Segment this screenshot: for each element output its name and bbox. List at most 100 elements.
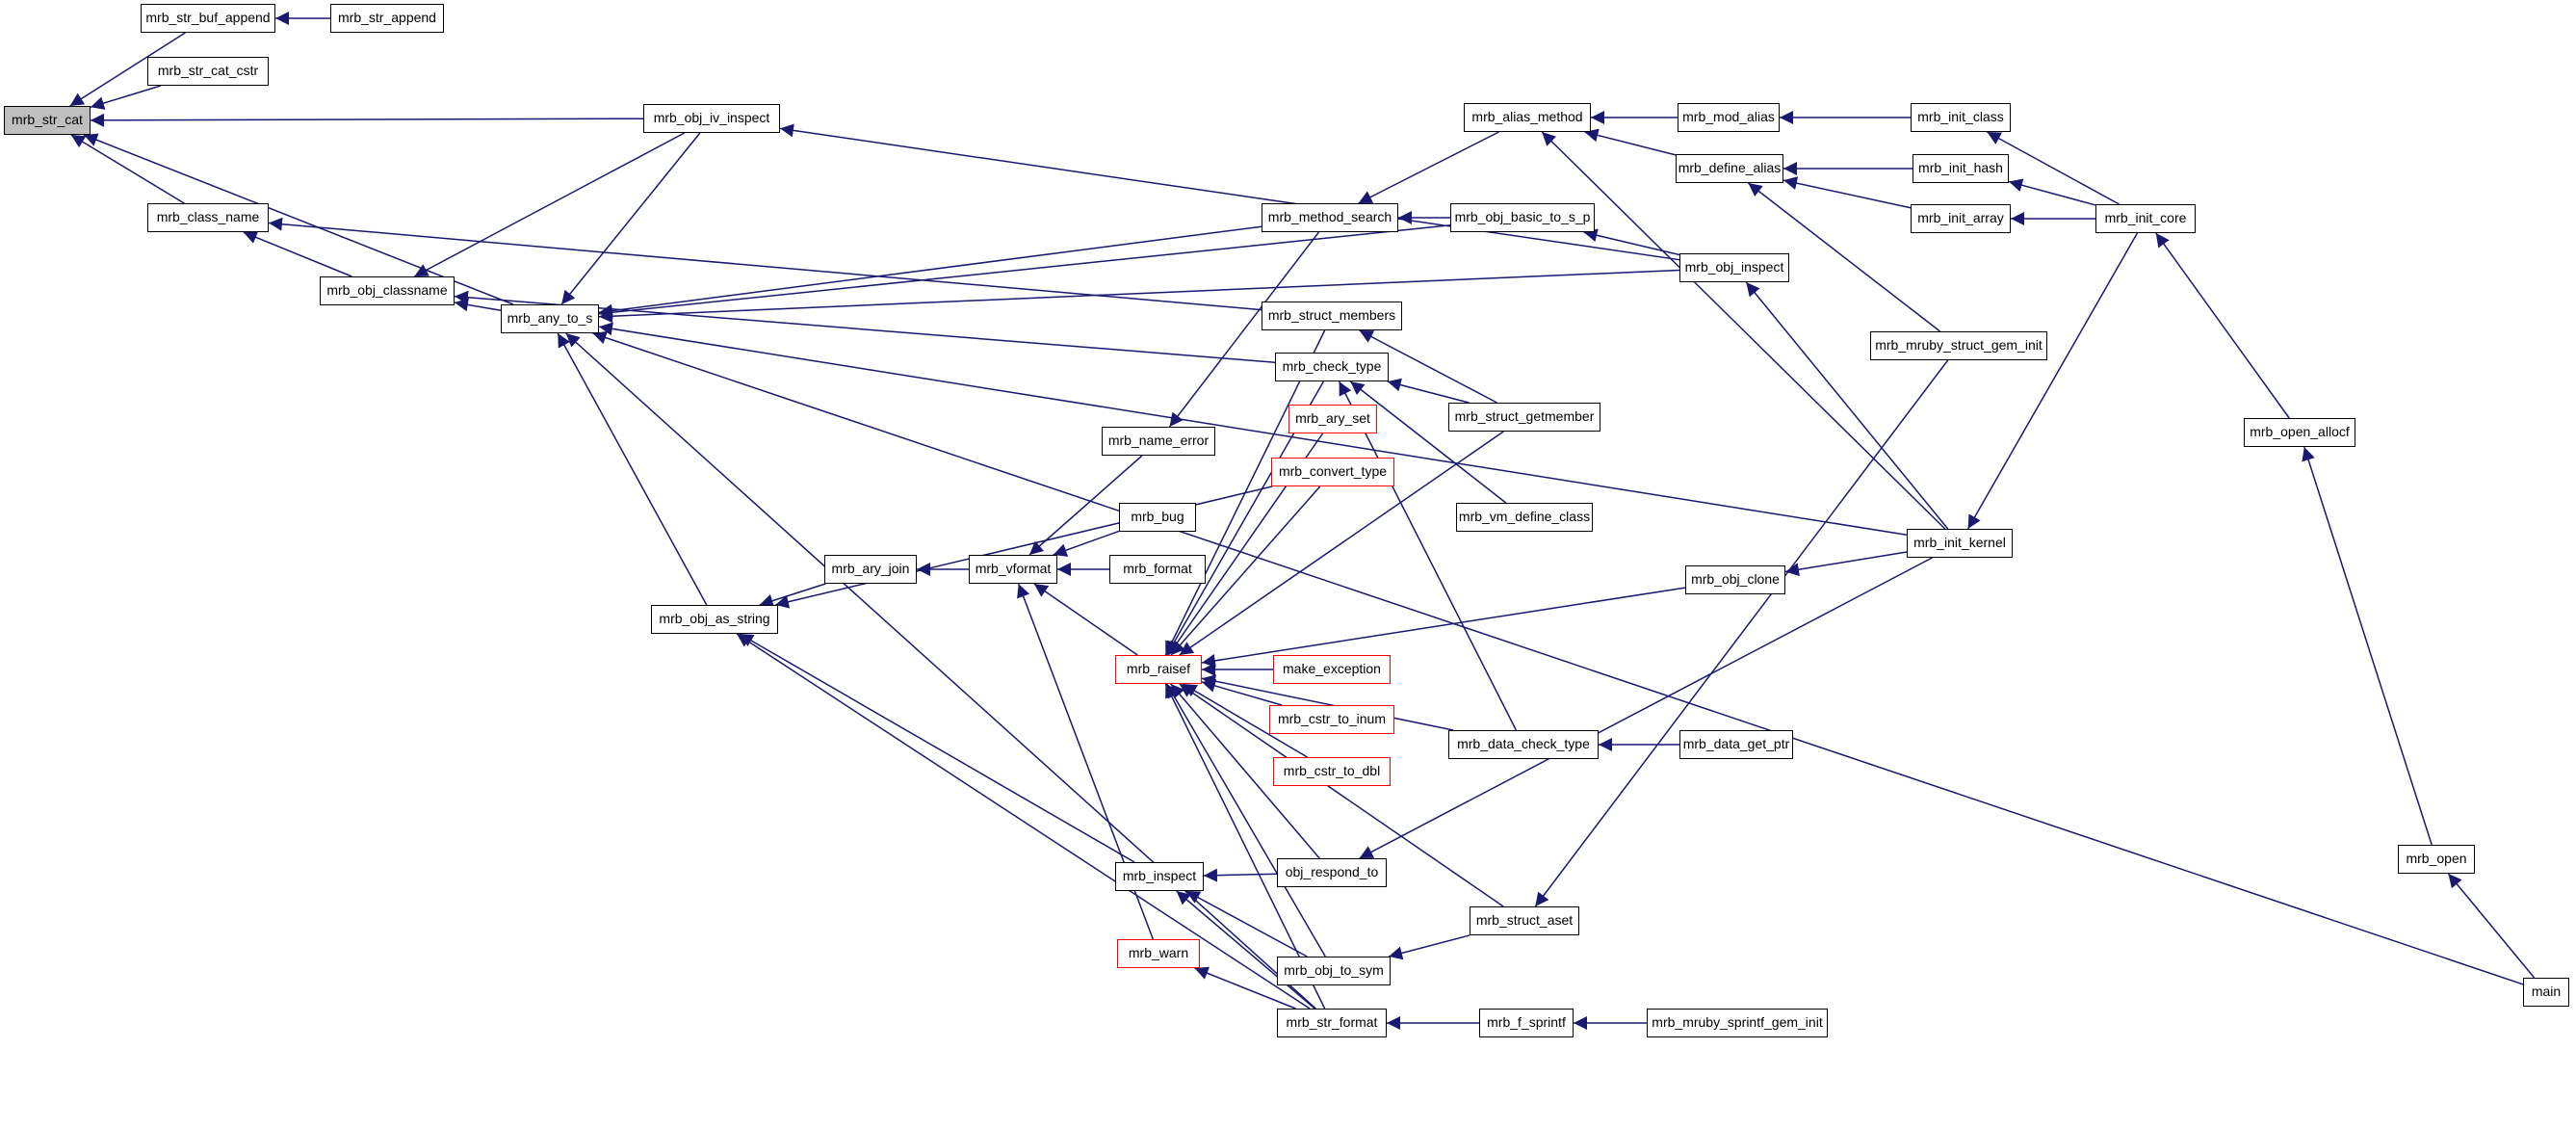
node-mrb-convert-type[interactable]: mrb_convert_type [1271,458,1394,486]
node-mrb-mruby-sprintf-gem-init[interactable]: mrb_mruby_sprintf_gem_init [1647,1009,1828,1037]
edge-mrb_any_to_s-to-mrb_str_cat [83,133,514,305]
node-mrb-ary-set[interactable]: mrb_ary_set [1288,405,1377,433]
edge-mrb_alias_method-to-mrb_method_search [1358,131,1499,204]
node-mrb-str-cat-cstr[interactable]: mrb_str_cat_cstr [147,57,269,86]
node-mrb-inspect[interactable]: mrb_inspect [1115,862,1204,891]
node-mrb-warn[interactable]: mrb_warn [1117,939,1200,968]
node-mrb-f-sprintf[interactable]: mrb_f_sprintf [1479,1009,1574,1037]
edge-mrb_obj_iv_inspect-to-mrb_any_to_s [560,132,701,305]
edge-mrb_convert_type-to-mrb_obj_as_string [774,485,1273,609]
edge-mrb_struct_aset-to-mrb_obj_to_sym [1388,934,1470,960]
edge-mrb_obj_to_sym-to-mrb_raisef [1166,683,1326,957]
node-mrb-vm-define-class[interactable]: mrb_vm_define_class [1456,503,1593,532]
node-mrb-obj-iv-inspect[interactable]: mrb_obj_iv_inspect [643,104,780,133]
node-make-exception[interactable]: make_exception [1273,655,1391,684]
edge-mrb_init_kernel-to-mrb_alias_method [1541,131,1946,530]
edge-mrb_obj_inspect-to-mrb_obj_iv_inspect [779,123,1680,261]
edge-obj_respond_to-to-mrb_inspect [1203,868,1278,882]
edge-mrb_raisef-to-mrb_vformat [1033,583,1138,656]
edge-mrb_open-to-mrb_open_allocf [2302,446,2433,846]
edge-main-to-mrb_open [2447,873,2536,979]
node-mrb-bug[interactable]: mrb_bug [1119,503,1196,532]
edge-mrb_init_kernel-to-mrb_any_to_s [598,322,1908,536]
node-mrb-alias-method[interactable]: mrb_alias_method [1464,103,1591,132]
edge-mrb_obj_basic_to_s_p-to-mrb_any_to_s [598,224,1451,320]
node-mrb-raisef[interactable]: mrb_raisef [1115,655,1202,684]
edge-mrb_method_search-to-mrb_any_to_s [598,225,1262,318]
node-mrb-data-check-type[interactable]: mrb_data_check_type [1448,730,1599,759]
node-mrb-vformat[interactable]: mrb_vformat [969,555,1057,584]
edge-mrb_str_cat_cstr-to-mrb_str_cat [90,85,162,110]
edge-mrb_str_buf_append-to-mrb_str_cat [69,32,186,107]
edge-mrb_struct_members-to-mrb_raisef [1164,329,1326,656]
node-mrb-str-format[interactable]: mrb_str_format [1277,1009,1387,1037]
edge-mrb_convert_type-to-mrb_raisef [1170,485,1321,656]
edge-mrb_obj_inspect-to-mrb_any_to_s [598,269,1680,324]
node-mrb-init-core[interactable]: mrb_init_core [2095,204,2196,233]
edge-mrb_obj_as_string-to-mrb_any_to_s [557,332,708,606]
edge-mrb_struct_getmember-to-mrb_struct_members [1359,329,1497,404]
node-mrb-obj-inspect[interactable]: mrb_obj_inspect [1679,253,1789,282]
node-mrb-struct-aset[interactable]: mrb_struct_aset [1470,906,1579,935]
edge-mrb_vm_define_class-to-mrb_check_type [1349,380,1507,504]
edge-mrb_open_allocf-to-mrb_init_core [2155,232,2290,419]
node-mrb-obj-clone[interactable]: mrb_obj_clone [1685,565,1785,594]
edge-mrb_method_search-to-mrb_name_error [1168,231,1320,428]
node-mrb-str-buf-append[interactable]: mrb_str_buf_append [141,4,275,33]
edge-mrb_str_format-to-mrb_warn [1194,966,1296,1010]
node-mrb-method-search[interactable]: mrb_method_search [1262,203,1398,232]
node-main[interactable]: main [2523,978,2569,1007]
edge-mrb_inspect-to-mrb_obj_as_string [739,633,1135,863]
edge-mrb_obj_iv_inspect-to-mrb_obj_classname [413,132,686,277]
node-mrb-obj-to-sym[interactable]: mrb_obj_to_sym [1277,957,1391,985]
node-mrb-init-hash[interactable]: mrb_init_hash [1912,154,2009,183]
edge-mrb_init_core-to-mrb_init_class [1987,131,2120,205]
edge-mrb_struct_getmember-to-mrb_raisef [1179,431,1504,656]
edge-mrb_ary_join-to-mrb_obj_as_string [759,583,826,608]
node-mrb-format[interactable]: mrb_format [1109,555,1206,584]
edge-mrb_struct_aset-to-mrb_raisef [1179,683,1504,907]
edge-mrb_obj_inspect-to-mrb_obj_basic_to_s_p [1583,228,1680,256]
edge-mrb_str_format-to-mrb_raisef [1164,683,1326,1010]
node-mrb-init-array[interactable]: mrb_init_array [1911,204,2011,233]
edge-mrb_mruby_struct_gem_init-to-mrb_struct_aset [1534,359,1949,907]
edge-mrb_name_error-to-mrb_vformat [1028,455,1143,556]
node-mrb-mod-alias[interactable]: mrb_mod_alias [1678,103,1780,132]
edge-mrb_struct_getmember-to-mrb_check_type [1387,378,1470,404]
node-mrb-obj-classname[interactable]: mrb_obj_classname [320,276,455,305]
edge-mrb_cstr_to_dbl-to-mrb_raisef [1183,683,1308,758]
edge-mrb_data_check_type-to-mrb_raisef [1201,674,1454,731]
edge-mrb_init_array-to-mrb_define_alias [1782,176,1912,209]
node-mrb-any-to-s[interactable]: mrb_any_to_s [501,304,599,333]
node-mrb-cstr-to-inum[interactable]: mrb_cstr_to_inum [1269,705,1394,734]
edge-mrb_init_core-to-mrb_init_hash [2008,178,2096,206]
edge-mrb_str_format-to-mrb_inspect [1176,890,1315,1010]
node-obj-respond-to[interactable]: obj_respond_to [1277,858,1387,887]
node-mrb-define-alias[interactable]: mrb_define_alias [1676,154,1783,183]
node-mrb-obj-as-string[interactable]: mrb_obj_as_string [651,605,778,634]
node-mrb-open-allocf[interactable]: mrb_open_allocf [2244,418,2355,447]
node-mrb-struct-members[interactable]: mrb_struct_members [1262,302,1402,330]
edge-obj_respond_to-to-mrb_raisef [1170,683,1320,859]
edge-mrb_obj_to_sym-to-mrb_inspect [1185,890,1308,957]
node-mrb-obj-basic-to-s-p[interactable]: mrb_obj_basic_to_s_p [1450,203,1595,232]
node-mrb-class-name[interactable]: mrb_class_name [147,203,269,232]
node-mrb-data-get-ptr[interactable]: mrb_data_get_ptr [1679,730,1793,759]
edge-mrb_bug-to-mrb_vformat [1053,530,1120,557]
node-mrb-mruby-struct-gem-init[interactable]: mrb_mruby_struct_gem_init [1870,331,2047,360]
node-mrb-check-type[interactable]: mrb_check_type [1275,353,1389,381]
node-mrb-init-kernel[interactable]: mrb_init_kernel [1907,529,2013,558]
node-mrb-init-class[interactable]: mrb_init_class [1911,103,2011,132]
edge-mrb_class_name-to-mrb_str_cat [70,134,185,204]
edge-mrb_str_format-to-mrb_obj_as_string [736,633,1311,1010]
node-mrb-cstr-to-dbl[interactable]: mrb_cstr_to_dbl [1273,757,1391,786]
node-mrb-name-error[interactable]: mrb_name_error [1102,427,1215,456]
node-mrb-ary-join[interactable]: mrb_ary_join [824,555,917,584]
node-mrb-open[interactable]: mrb_open [2398,845,2475,874]
node-mrb-str-append[interactable]: mrb_str_append [330,4,444,33]
edge-mrb_init_kernel-to-mrb_obj_clone [1784,551,1908,577]
node-mrb-struct-getmember[interactable]: mrb_struct_getmember [1448,403,1600,432]
edge-mrb_data_check_type-to-mrb_check_type [1338,380,1518,731]
edge-mrb_init_kernel-to-mrb_obj_inspect [1745,281,1949,530]
